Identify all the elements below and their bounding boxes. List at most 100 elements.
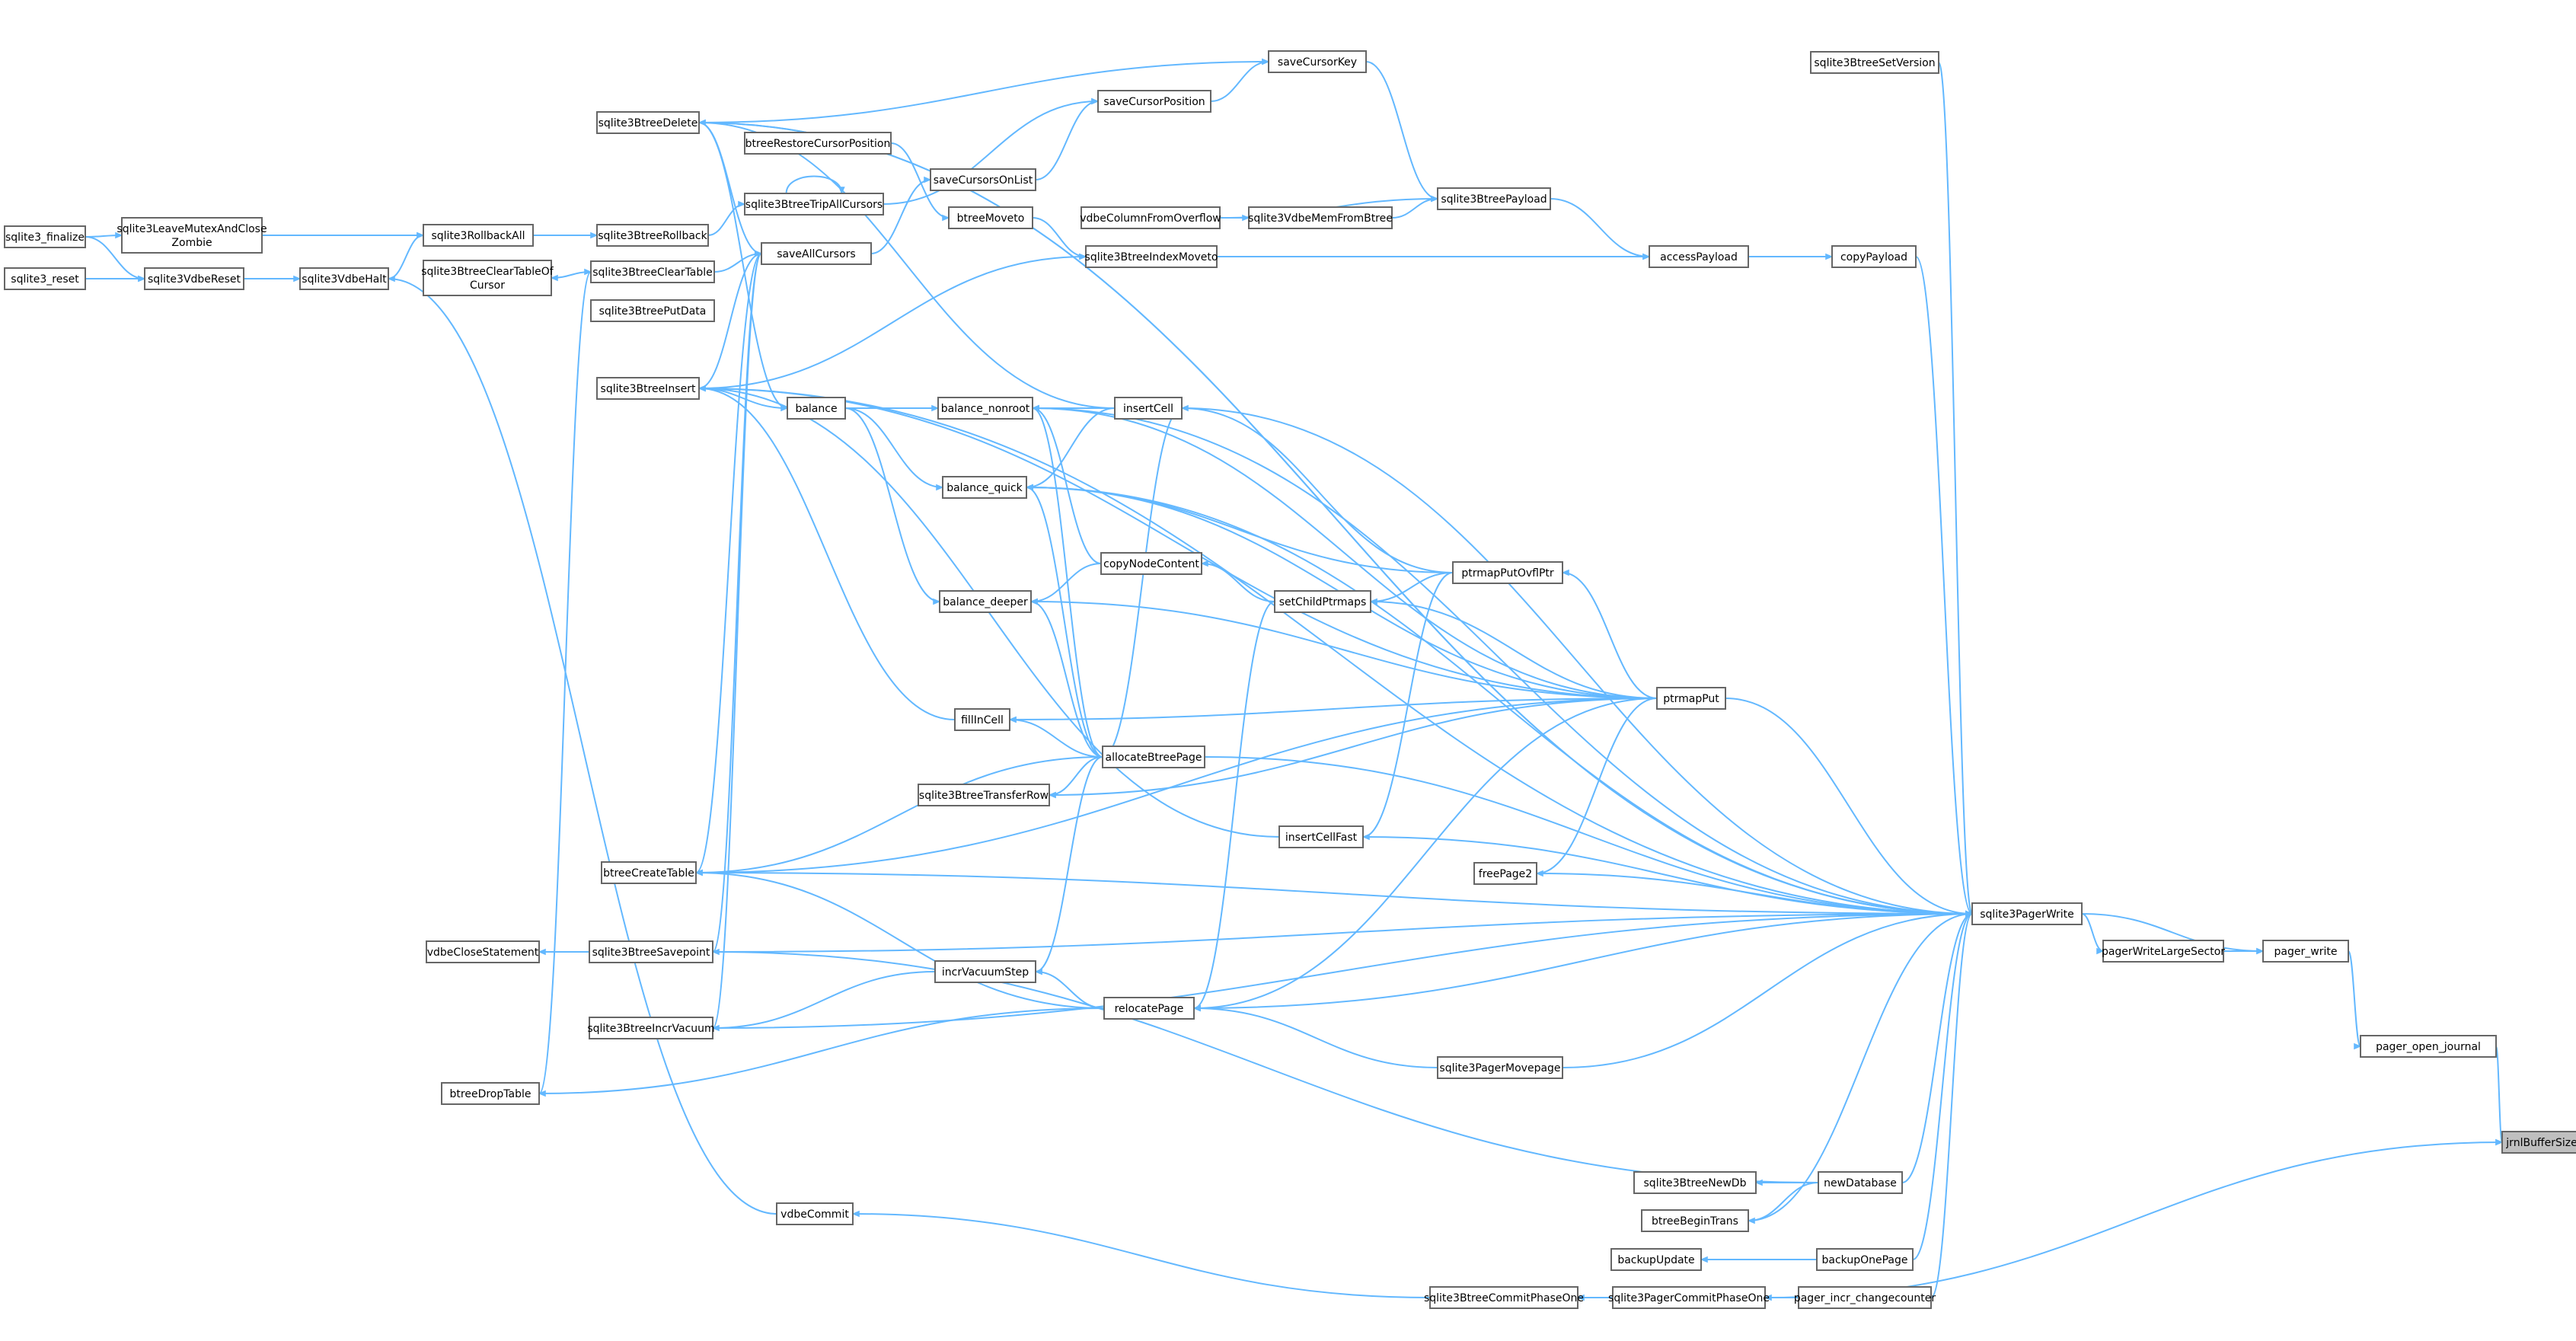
node-box[interactable] (589, 1017, 713, 1039)
node-box[interactable] (1248, 206, 1393, 229)
node-copyPayload[interactable]: copyPayload (1831, 245, 1917, 268)
node-sqlite3BtreeNewDb[interactable]: sqlite3BtreeNewDb (1633, 1171, 1757, 1194)
node-allocateBtreePage[interactable]: allocateBtreePage (1102, 746, 1205, 768)
node-box[interactable] (1100, 552, 1202, 575)
node-insertCellFast[interactable]: insertCellFast (1278, 825, 1364, 848)
node-box[interactable] (1810, 51, 1939, 74)
node-box[interactable] (1452, 561, 1563, 584)
node-balance[interactable]: balance (787, 397, 846, 420)
node-insertCell[interactable]: insertCell (1114, 397, 1183, 420)
node-box[interactable] (744, 193, 884, 216)
node-vdbeCommit[interactable]: vdbeCommit (776, 1202, 854, 1225)
node-vdbeCloseStatement[interactable]: vdbeCloseStatement (426, 940, 540, 963)
node-saveAllCursors[interactable]: saveAllCursors (761, 242, 872, 265)
node-btreeMoveto[interactable]: btreeMoveto (948, 206, 1033, 229)
node-box[interactable] (761, 242, 872, 265)
node-sqlite3BtreeIndexMoveto[interactable]: sqlite3BtreeIndexMoveto (1085, 245, 1218, 268)
node-btreeBeginTrans[interactable]: btreeBeginTrans (1641, 1209, 1749, 1232)
node-box[interactable] (1437, 1056, 1563, 1079)
node-saveCursorsOnList[interactable]: saveCursorsOnList (930, 168, 1036, 191)
node-sqlite3BtreeTripAllCursors[interactable]: sqlite3BtreeTripAllCursors (744, 193, 884, 216)
node-box[interactable] (1831, 245, 1917, 268)
node-sqlite3BtreeIncrVacuum[interactable]: sqlite3BtreeIncrVacuum (587, 1017, 715, 1039)
node-sqlite3BtreeSavepoint[interactable]: sqlite3BtreeSavepoint (589, 940, 713, 963)
node-box[interactable] (2360, 1035, 2497, 1058)
node-relocatePage[interactable]: relocatePage (1103, 997, 1195, 1020)
node-sqlite3BtreePayload[interactable]: sqlite3BtreePayload (1437, 187, 1551, 210)
node-ptrmapPut[interactable]: ptrmapPut (1656, 687, 1726, 710)
node-backupUpdate[interactable]: backupUpdate (1610, 1248, 1702, 1271)
node-box[interactable] (1971, 902, 2083, 925)
node-sqlite3PagerWrite[interactable]: sqlite3PagerWrite (1971, 902, 2083, 925)
node-box[interactable] (1633, 1171, 1757, 1194)
node-jrnlBufferSize[interactable]: jrnlBufferSize (2501, 1131, 2576, 1154)
node-box[interactable] (426, 940, 540, 963)
node-box[interactable] (776, 1202, 854, 1225)
node-vdbeColumnFromOverflow[interactable]: vdbeColumnFromOverflow (1080, 206, 1221, 229)
node-box[interactable] (423, 260, 552, 296)
node-box[interactable] (299, 267, 389, 290)
node-sqlite3BtreeGetVersion[interactable]: sqlite3BtreeSetVersion (1810, 51, 1939, 74)
node-box[interactable] (1641, 1209, 1749, 1232)
node-sqlite3BtreeClearTable[interactable]: sqlite3BtreeClearTable (590, 260, 715, 283)
node-balance_nonroot[interactable]: balance_nonroot (937, 397, 1033, 420)
node-box[interactable] (1085, 245, 1218, 268)
node-box[interactable] (601, 861, 697, 884)
node-box[interactable] (4, 267, 86, 290)
node-sqlite3_finalize[interactable]: sqlite3_finalize (4, 225, 86, 248)
node-sqlite3BtreeDelete[interactable]: sqlite3BtreeDelete (596, 111, 700, 134)
node-sqlite3VdbeReset[interactable]: sqlite3VdbeReset (144, 267, 244, 290)
node-sqlite3VdbeHalt[interactable]: sqlite3VdbeHalt (299, 267, 389, 290)
node-btreeRestoreCursorPosition[interactable]: btreeRestoreCursorPosition (744, 132, 892, 155)
node-box[interactable] (1610, 1248, 1702, 1271)
node-box[interactable] (1816, 1248, 1914, 1271)
node-box[interactable] (1102, 746, 1205, 768)
node-box[interactable] (1103, 997, 1195, 1020)
node-box[interactable] (934, 960, 1036, 983)
node-box[interactable] (918, 784, 1050, 806)
node-sqlite3BtreePutData[interactable]: sqlite3BtreePutData (590, 299, 715, 322)
node-box[interactable] (441, 1082, 540, 1105)
node-sqlite3BtreeRollback[interactable]: sqlite3BtreeRollback (596, 224, 709, 247)
node-box[interactable] (121, 217, 263, 254)
node-sqlite3BtreeTransferRow[interactable]: sqlite3BtreeTransferRow (918, 784, 1050, 806)
node-box[interactable] (1649, 245, 1749, 268)
node-pager_open_journal[interactable]: pager_open_journal (2360, 1035, 2497, 1058)
node-balance_quick[interactable]: balance_quick (942, 476, 1027, 499)
node-box[interactable] (1429, 1286, 1578, 1309)
node-balance_deeper[interactable]: balance_deeper (939, 590, 1032, 613)
node-box[interactable] (1798, 1286, 1932, 1309)
node-box[interactable] (1278, 825, 1364, 848)
node-box[interactable] (1268, 50, 1367, 73)
node-box[interactable] (2262, 940, 2349, 963)
node-box[interactable] (590, 299, 715, 322)
node-box[interactable] (590, 260, 715, 283)
node-box[interactable] (596, 377, 700, 400)
node-box[interactable] (1437, 187, 1551, 210)
node-box[interactable] (1274, 590, 1371, 613)
node-box[interactable] (596, 224, 709, 247)
node-btreeCreateTable[interactable]: btreeCreateTable (601, 861, 697, 884)
node-incrVacuumStep[interactable]: incrVacuumStep (934, 960, 1036, 983)
node-sqlite3RollbackAll[interactable]: sqlite3RollbackAll (423, 224, 534, 247)
node-btreeDropTable[interactable]: btreeDropTable (441, 1082, 540, 1105)
node-box[interactable] (954, 708, 1010, 731)
node-pagerWriteLargeSector[interactable]: pagerWriteLargeSector (2102, 940, 2225, 963)
node-box[interactable] (1473, 862, 1537, 885)
node-box[interactable] (1612, 1286, 1766, 1309)
node-backupOnePage[interactable]: backupOnePage (1816, 1248, 1914, 1271)
node-box[interactable] (589, 940, 713, 963)
node-freePage2[interactable]: freePage2 (1473, 862, 1537, 885)
node-box[interactable] (144, 267, 244, 290)
node-box[interactable] (1818, 1171, 1903, 1194)
node-sqlite3PagerMovepage[interactable]: sqlite3PagerMovepage (1437, 1056, 1563, 1079)
node-box[interactable] (787, 397, 846, 420)
node-sqlite3BtreeCommitPhaseOne[interactable]: sqlite3BtreeCommitPhaseOne (1424, 1286, 1584, 1309)
node-box[interactable] (1097, 90, 1211, 113)
node-ptrmapPutOvflPtr[interactable]: ptrmapPutOvflPtr (1452, 561, 1563, 584)
node-saveCursorPosition[interactable]: saveCursorPosition (1097, 90, 1211, 113)
node-box[interactable] (1114, 397, 1183, 420)
node-sqlite3PagerCommitPhaseOne[interactable]: sqlite3PagerCommitPhaseOne (1608, 1286, 1770, 1309)
